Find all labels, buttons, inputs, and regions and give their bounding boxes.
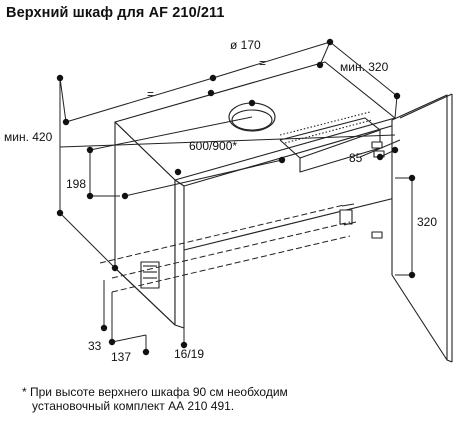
diameter-label: ø 170 [230,38,261,52]
equal-mark-1: = [147,87,154,101]
equal-mark-2: = [259,56,266,70]
dim-198-label: 198 [66,177,86,191]
cabinet-front-edge [174,179,185,329]
footnote-line-2: установочный комплект АА 210 491. [32,399,235,413]
footnote-line-1: * При высоте верхнего шкафа 90 см необхо… [22,385,288,399]
min-height-label: мин. 420 [4,130,53,144]
width-label: 600/900* [189,139,237,153]
page-title: Верхний шкаф для AF 210/211 [6,5,225,21]
dim-137-label: 137 [111,350,131,364]
dim-320-label: 320 [417,215,437,229]
cabinet-side-panel [114,121,176,326]
min-depth-label: мин. 320 [340,60,389,74]
dim-85-label: 85 [349,151,363,165]
dim-16-19-label: 16/19 [174,347,204,361]
dim-33-label: 33 [88,339,102,353]
